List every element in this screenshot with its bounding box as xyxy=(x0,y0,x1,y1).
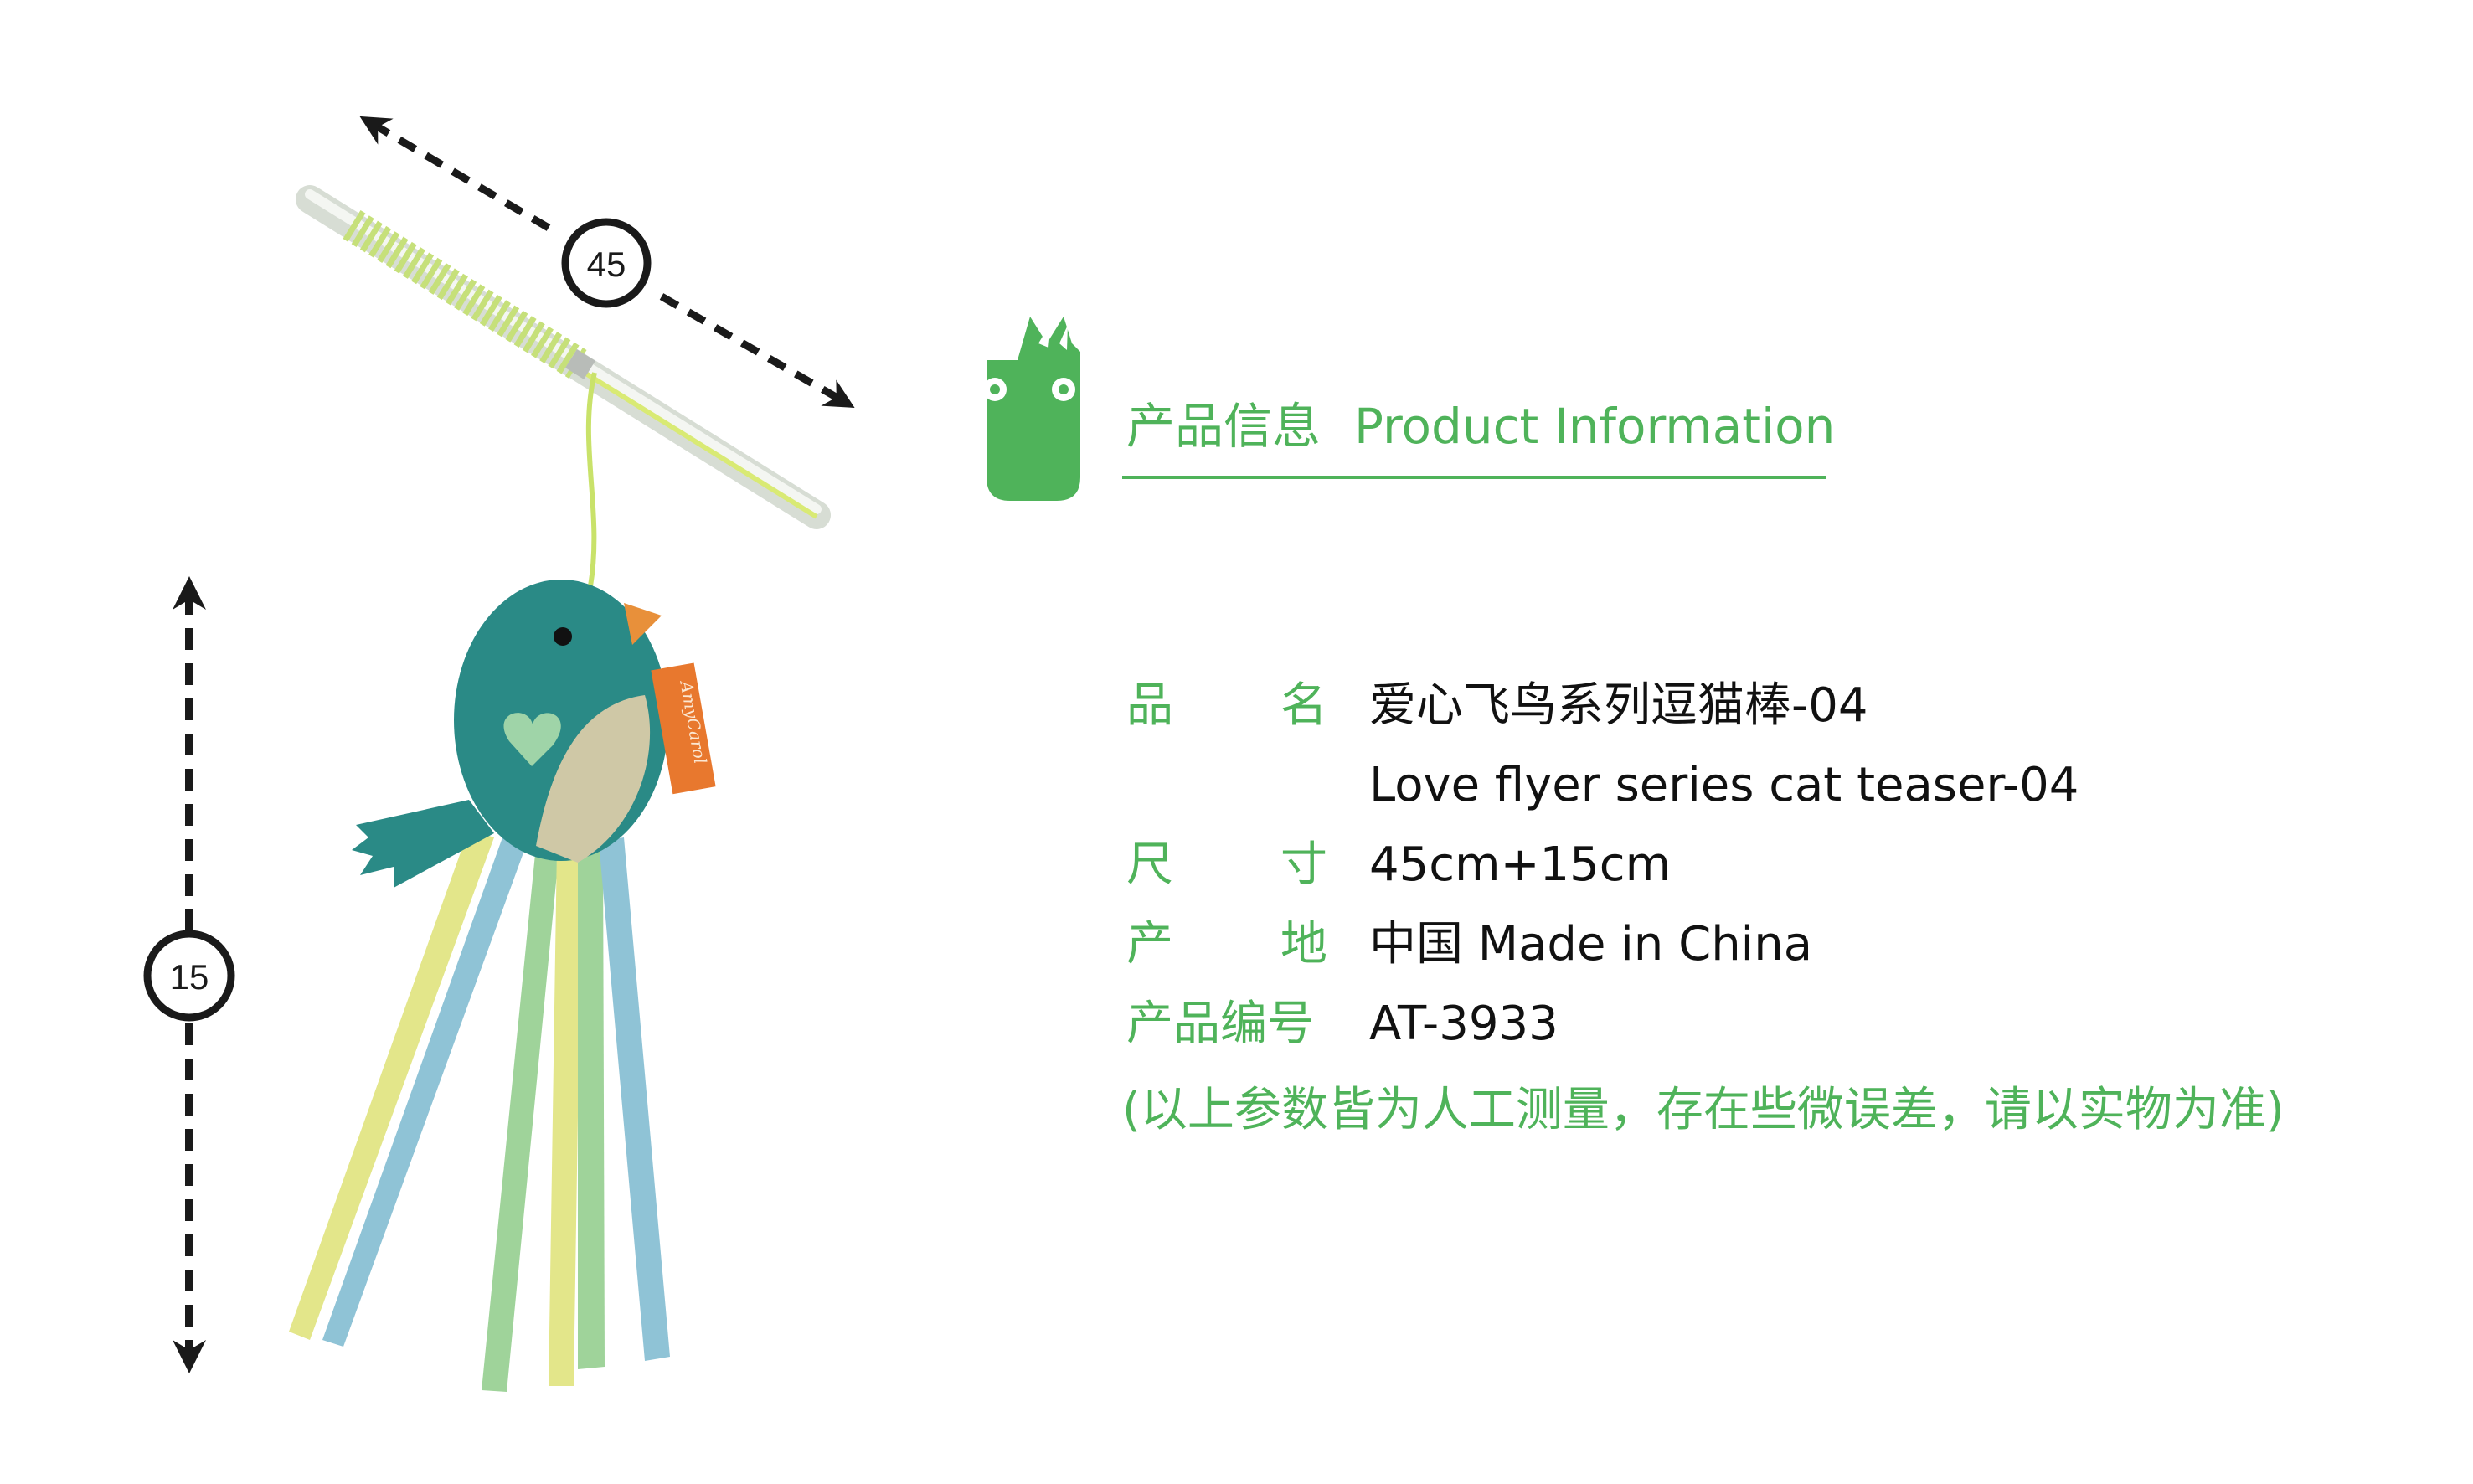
size-label: 尺 寸 xyxy=(1126,837,1327,892)
wand-rod xyxy=(296,185,831,529)
rod-dimension: 45 xyxy=(359,116,855,408)
product-illustration: AmyCarol 45 15 xyxy=(143,116,855,1392)
code-value: AT-3933 xyxy=(1369,997,1559,1051)
felt-bird: AmyCarol xyxy=(352,580,716,888)
name-value-zh: 爱心飞鸟系列逗猫棒-04 xyxy=(1369,678,1868,733)
string-dimension-label: 15 xyxy=(170,957,209,997)
toy-string xyxy=(585,372,597,587)
mascot-logo xyxy=(983,317,1080,501)
origin-value: 中国 Made in China xyxy=(1369,917,1813,971)
toy-ribbons xyxy=(289,829,670,1392)
heading-zh: 产品信息 xyxy=(1126,398,1322,455)
wand-clip xyxy=(565,349,595,379)
wand-spring xyxy=(343,209,587,379)
rod-dimension-label: 45 xyxy=(587,245,626,284)
size-value: 45cm+15cm xyxy=(1369,837,1672,892)
code-label: 产品编号 xyxy=(1126,997,1314,1051)
measurement-note: (以上参数皆为人工测量，存在些微误差，请以实物为准) xyxy=(1122,1083,2285,1137)
origin-label: 产 地 xyxy=(1126,917,1327,971)
string-dimension: 15 xyxy=(143,576,235,1373)
heading-en: Product Information xyxy=(1354,398,1836,455)
heading-underline xyxy=(1122,476,1826,479)
name-label: 品 名 xyxy=(1126,678,1327,733)
name-value-en: Love flyer series cat teaser-04 xyxy=(1369,758,2079,812)
